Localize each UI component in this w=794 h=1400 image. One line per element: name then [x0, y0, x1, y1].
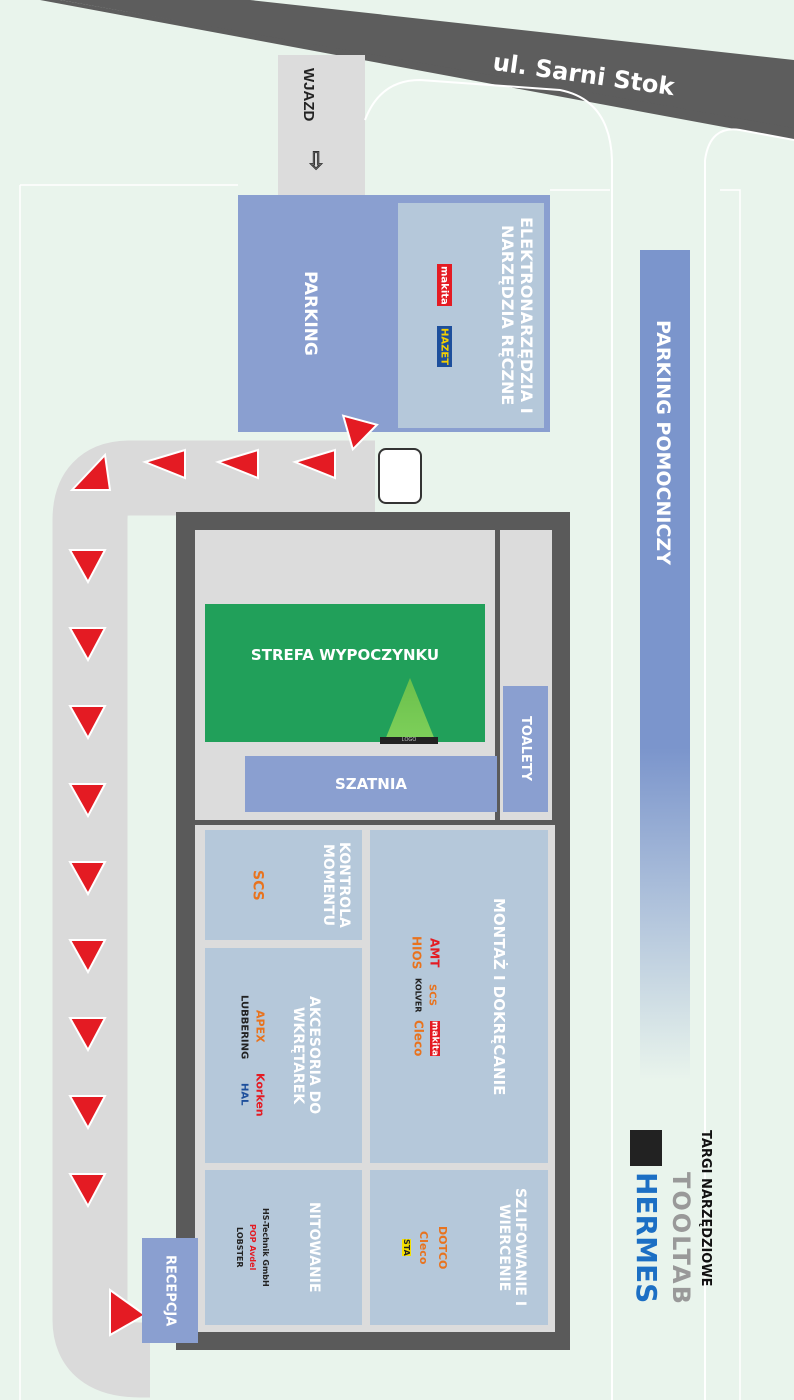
- zone-cloakroom: SZATNIA: [245, 756, 497, 812]
- logo-line2: HERMES: [630, 1172, 663, 1304]
- logo-tagline: TARGI NARZĘDZIOWE: [698, 1130, 713, 1287]
- brand-logo: makita: [436, 263, 452, 307]
- zone-title: TOALETY: [518, 716, 533, 782]
- brand-logo: Korken: [253, 1072, 267, 1117]
- brand-logo: HS-Technik GmbH: [261, 1208, 270, 1287]
- brand-logo: HAL: [238, 1083, 250, 1106]
- entrance-label: WJAZD: [300, 68, 317, 122]
- brand-logo: SCS: [249, 869, 266, 901]
- zone-rest: STREFA WYPOCZYNKU: [205, 604, 485, 742]
- entrance-arrow-icon: ⇩: [305, 148, 327, 175]
- zone-title: ELEKTRONARZĘDZIA I NARZĘDZIA RĘCZNE: [498, 217, 536, 414]
- brand-logo: APEX: [253, 1010, 267, 1043]
- tv-screen: LOGO: [380, 737, 438, 744]
- brand-logo: SCS: [426, 983, 438, 1006]
- brand-logo: LUBBERING: [238, 994, 250, 1059]
- reception: RECEPCJA: [142, 1238, 198, 1343]
- entrance-road: [278, 55, 365, 200]
- zone-assembly: MONTAŻ I DOKRĘCANIE HIOS AMT KOLVER SCS …: [370, 830, 548, 1163]
- brand-logo: POP Avdel: [248, 1224, 257, 1271]
- road-outline: [704, 128, 794, 161]
- zone-accessories: AKCESORIA DO WKRĘTAREK LUBBERING APEX HA…: [205, 948, 362, 1163]
- plot-outline: [19, 184, 741, 1400]
- walking-path: [52, 440, 375, 1398]
- zone-torque: KONTROLA MOMENTU SCS: [205, 830, 362, 940]
- brand-logo: HIOS: [409, 936, 424, 970]
- zone-electro: ELEKTRONARZĘDZIA I NARZĘDZIA RĘCZNE maki…: [398, 203, 544, 428]
- parking-label: PARKING: [300, 271, 320, 356]
- street-road-edge: [40, 0, 794, 140]
- zone-riveting: NITOWANIE LOBSTER POP Avdel HS-Technik G…: [205, 1170, 362, 1325]
- zone-title: SZLIFOWANIE I WIERCENIE: [496, 1188, 528, 1307]
- zone-title: SZATNIA: [334, 775, 408, 793]
- zone-title: MONTAŻ I DOKRĘCANIE: [490, 897, 508, 1096]
- brand-logo: Cleco: [417, 1230, 430, 1265]
- zone-title: AKCESORIA DO WKRĘTAREK: [290, 996, 322, 1115]
- zone-grinding: SZLIFOWANIE I WIERCENIE STA Cleco DOTCO: [370, 1170, 548, 1325]
- brand-logo: DOTCO: [436, 1225, 449, 1270]
- brand-logo: STA: [402, 1239, 411, 1256]
- brand-logo: Cleco: [411, 1020, 426, 1057]
- logo-figure-icon: [630, 1130, 662, 1166]
- brand-logo: KOLVER: [413, 977, 423, 1013]
- parking-aux-label: PARKING POMOCNICZY: [652, 320, 674, 565]
- zone-title: KONTROLA MOMENTU: [320, 842, 352, 928]
- car-icon: [378, 448, 422, 504]
- brand-logo: HAZET: [436, 326, 452, 368]
- brand-logo: LOBSTER: [235, 1227, 244, 1268]
- brand-logo: AMT: [427, 938, 442, 968]
- parking-aux-area: [640, 250, 690, 1080]
- zone-toilets: TOALETY: [503, 686, 548, 812]
- road-outline: [364, 78, 613, 1400]
- logo-line1: TOOLTAB: [667, 1172, 695, 1306]
- hermes-logo: HERMES TOOLTAB TARGI NARZĘDZIOWE: [630, 1130, 720, 1380]
- reception-label: RECEPCJA: [162, 1254, 178, 1327]
- zone-title: NITOWANIE: [306, 1202, 322, 1293]
- zone-title: STREFA WYPOCZYNKU: [250, 646, 440, 664]
- brand-logo: makita: [429, 1020, 440, 1056]
